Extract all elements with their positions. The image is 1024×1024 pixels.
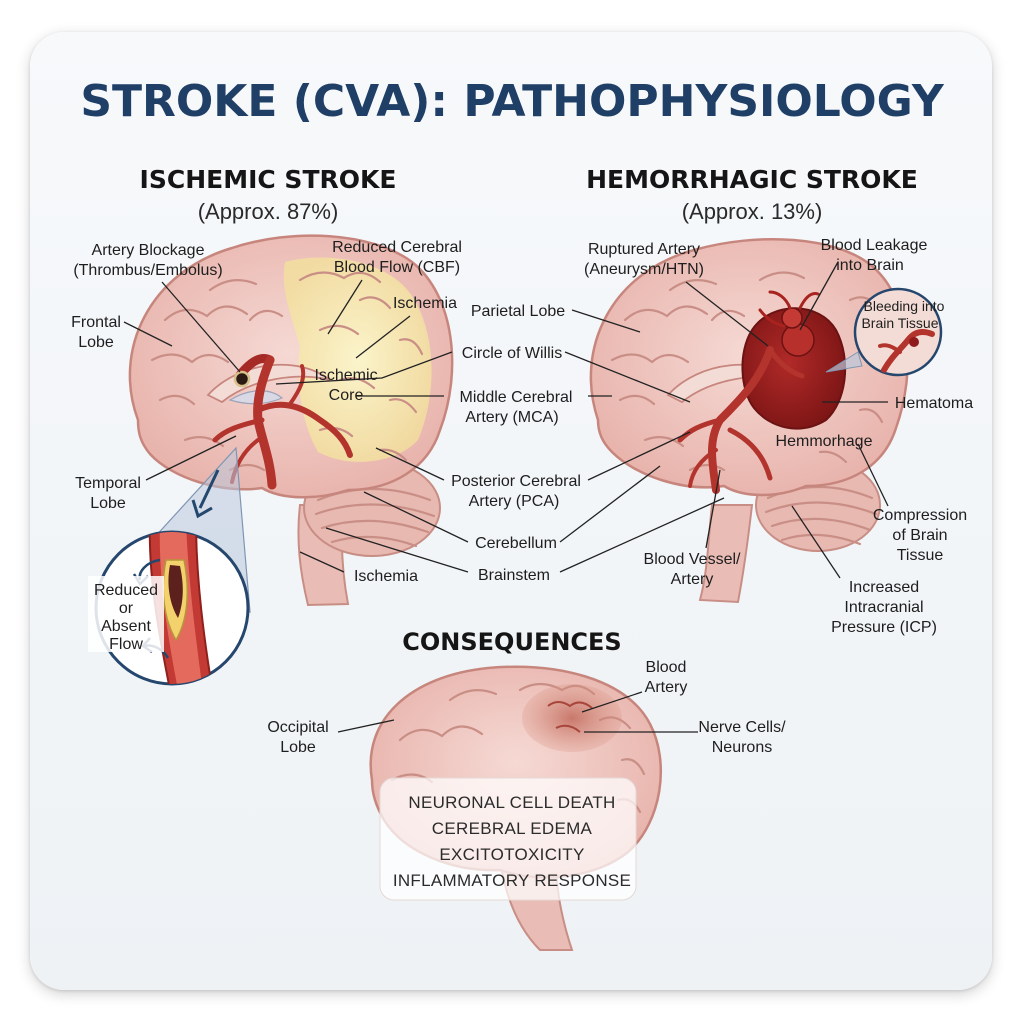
- ischemic-core-label: Ischemic: [314, 367, 377, 384]
- mca-label: Artery (MCA): [465, 409, 558, 426]
- leader-lines: [123, 261, 889, 733]
- artery-blockage-label: (Thrombus/Embolus): [73, 262, 222, 279]
- zoom-arrow-icon: [191, 499, 213, 519]
- icp-label: Pressure (ICP): [831, 619, 937, 636]
- page-title: STROKE (CVA): PATHOPHYSIOLOGY: [80, 76, 945, 127]
- temporal-lobe-label: Temporal: [75, 475, 141, 492]
- pca-label: Artery (PCA): [469, 493, 560, 510]
- compression-label: Tissue: [897, 547, 944, 564]
- icp-label: Intracranial: [844, 599, 923, 616]
- effect-item: INFLAMMATORY RESPONSE: [393, 871, 631, 890]
- reduced-cbf-label: Reduced Cerebral: [332, 239, 462, 256]
- artery-magnifier: [88, 530, 250, 686]
- reduced-flow-line: Flow: [109, 636, 143, 653]
- occipital-lobe-label: Lobe: [280, 739, 316, 756]
- reduced-flow-line: Absent: [101, 618, 151, 635]
- frontal-lobe-label: Frontal: [71, 314, 121, 331]
- compression-label: Compression: [873, 507, 967, 524]
- ischemia-top-label: Ischemia: [393, 295, 457, 312]
- blood-leakage-label: into Brain: [836, 257, 904, 274]
- occipital-lobe-label: Occipital: [267, 719, 328, 736]
- hematoma-label: Hematoma: [895, 395, 973, 412]
- blood-vessel-label: Artery: [671, 571, 714, 588]
- ruptured-artery-label: (Aneurysm/HTN): [584, 261, 704, 278]
- icp-label: Increased: [849, 579, 919, 596]
- nerve-cells-label: Nerve Cells/: [698, 719, 786, 736]
- bleeding-inset: [853, 287, 943, 377]
- reduced-flow-line: Reduced: [94, 582, 158, 599]
- blood-artery-label: Artery: [645, 679, 688, 696]
- effect-item: EXCITOTOXICITY: [439, 845, 584, 864]
- artery-blockage-label: Artery Blockage: [92, 242, 205, 259]
- mca-label: Middle Cerebral: [460, 389, 573, 406]
- consequences-heading: CONSEQUENCES: [402, 628, 621, 656]
- ischemic-brain: [128, 234, 454, 607]
- ischemic-heading: ISCHEMIC STROKE: [140, 165, 397, 194]
- hemorrhagic-brain: [589, 238, 909, 604]
- thrombus-icon: [168, 565, 183, 618]
- blood-vessel-label: Blood Vessel/: [644, 551, 742, 568]
- ischemic-zone: [283, 257, 432, 462]
- temporal-lobe-label: Lobe: [90, 495, 126, 512]
- effects-list: NEURONAL CELL DEATH CEREBRAL EDEMA EXCIT…: [393, 793, 631, 890]
- ruptured-artery-label: Ruptured Artery: [588, 241, 700, 258]
- reduced-flow-line: or: [119, 600, 134, 617]
- hemorrhagic-heading: HEMORRHAGIC STROKE: [586, 165, 918, 194]
- effects-panel: [379, 777, 637, 901]
- circle-of-willis-label: Circle of Willis: [462, 345, 562, 362]
- nerve-cells-label: Neurons: [712, 739, 772, 756]
- hemorrhagic-share: (Approx. 13%): [682, 199, 823, 224]
- pca-label: Posterior Cerebral: [451, 473, 581, 490]
- ischemic-share: (Approx. 87%): [198, 199, 339, 224]
- bleeding-inset-label: Bleeding into Brain Tissue: [861, 298, 944, 331]
- frontal-lobe-label: Lobe: [78, 334, 114, 351]
- compression-label: of Brain: [892, 527, 947, 544]
- parietal-lobe-label: Parietal Lobe: [471, 303, 565, 320]
- hemorrhage-label: Hemmorhage: [776, 433, 873, 450]
- ischemic-clot-icon: [233, 370, 251, 388]
- blood-leakage-label: Blood Leakage: [821, 237, 928, 254]
- damage-stain: [522, 684, 622, 752]
- reduced-flow-label: Reduced or Absent Flow: [94, 582, 158, 653]
- bleeding-inset-line: Brain Tissue: [861, 315, 938, 331]
- effect-item: CEREBRAL EDEMA: [432, 819, 593, 838]
- ischemic-core-label: Core: [329, 387, 364, 404]
- brainstem-label: Brainstem: [478, 567, 550, 584]
- bleeding-inset-line: Bleeding into: [864, 298, 945, 314]
- effect-item: NEURONAL CELL DEATH: [408, 793, 615, 812]
- reduced-cbf-label: Blood Flow (CBF): [334, 259, 460, 276]
- ischemia-bottom-label: Ischemia: [354, 568, 418, 585]
- cerebellum-label: Cerebellum: [475, 535, 557, 552]
- blood-artery-label: Blood: [646, 659, 687, 676]
